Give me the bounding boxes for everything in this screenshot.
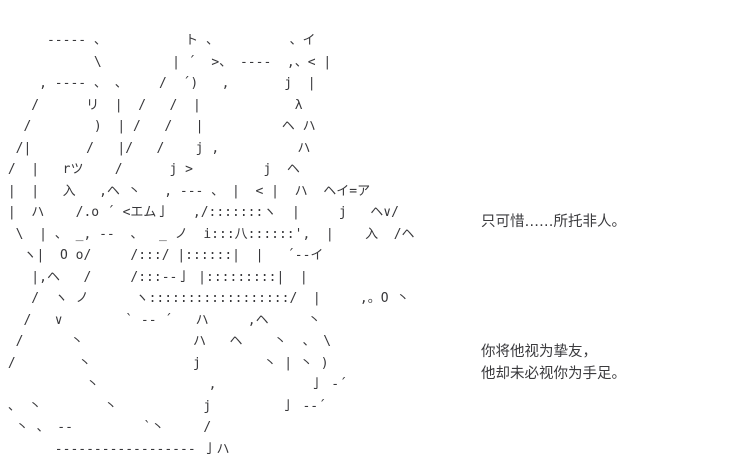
dialogue-line: 你将他视为挚友，	[481, 344, 597, 360]
dialogue-spacer	[481, 277, 731, 297]
dialogue-block-1: 只可惜……所托非人。	[481, 211, 731, 233]
dialogue-line: 只可惜……所托非人。	[481, 214, 626, 230]
dialogue-line: 他却未必视你为手足。	[481, 366, 626, 382]
ascii-art-illustration: ----- 、 ト 、 、イ \ | ´ >、 ---- ,、< | , ---…	[7, 33, 415, 457]
dialogue-panel: 只可惜……所托非人。 你将他视为挚友， 他却未必视你为手足。	[481, 167, 731, 429]
dialogue-block-2: 你将他视为挚友， 他却未必视你为手足。	[481, 341, 731, 385]
